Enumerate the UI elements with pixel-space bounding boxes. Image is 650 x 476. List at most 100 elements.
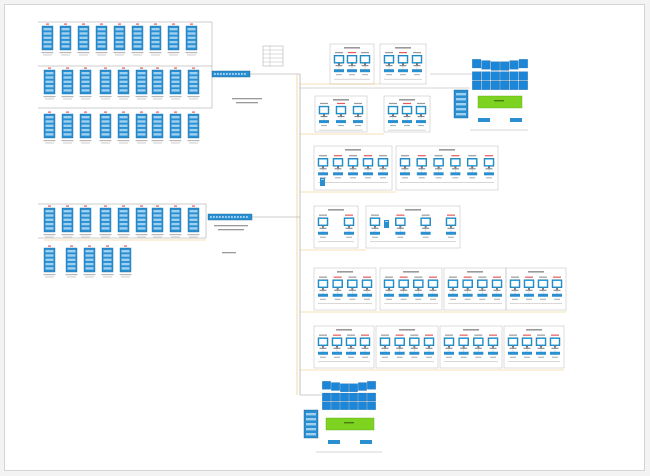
monitor-icon bbox=[317, 158, 329, 170]
keyboard-icon bbox=[395, 231, 406, 235]
room-caption-mark bbox=[336, 329, 352, 331]
annotation-mark bbox=[236, 102, 258, 104]
monitor-label-mark bbox=[429, 276, 437, 278]
processor-unit-icon bbox=[478, 118, 490, 122]
keyboard-icon bbox=[332, 351, 342, 355]
monitor-icon bbox=[509, 279, 521, 291]
server-rack-icon bbox=[79, 67, 92, 100]
room-caption-mark bbox=[467, 271, 483, 273]
keyboard-icon bbox=[346, 351, 356, 355]
monitor-icon bbox=[347, 279, 358, 291]
monitor-label-mark bbox=[319, 276, 327, 278]
keyboard-icon bbox=[353, 120, 363, 124]
monitor-label-mark bbox=[319, 214, 327, 216]
monitor-icon bbox=[415, 105, 427, 118]
monitor-icon bbox=[445, 217, 457, 229]
monitor-label-mark bbox=[417, 155, 426, 157]
server-rack-icon bbox=[61, 67, 74, 100]
monitor-icon bbox=[332, 158, 344, 170]
network-switch-icon bbox=[211, 70, 251, 78]
control-host-icon bbox=[320, 178, 325, 186]
device-label-mark bbox=[486, 177, 492, 179]
monitor-icon bbox=[467, 158, 478, 170]
monitor-label-mark bbox=[395, 334, 404, 336]
device-label-mark bbox=[430, 298, 436, 300]
device-label-mark bbox=[411, 356, 418, 358]
keyboard-icon bbox=[384, 293, 394, 297]
monitor-label-mark bbox=[434, 155, 443, 157]
room-caption-mark bbox=[399, 99, 415, 101]
monitor-icon bbox=[447, 279, 459, 291]
server-rack-icon bbox=[135, 67, 148, 100]
server-rack-icon bbox=[59, 23, 72, 56]
device-label-mark bbox=[362, 74, 368, 76]
monitor-icon bbox=[361, 279, 373, 291]
server-rack-icon bbox=[77, 23, 90, 56]
server-rack-icon bbox=[169, 67, 182, 100]
monitor-label-mark bbox=[403, 102, 411, 105]
monitor-label-mark bbox=[539, 276, 547, 278]
monitor-icon bbox=[462, 279, 473, 291]
device-label-mark bbox=[350, 177, 356, 179]
keyboard-icon bbox=[380, 351, 390, 355]
keyboard-icon bbox=[336, 120, 346, 124]
device-label-mark bbox=[335, 177, 341, 179]
control-room-box bbox=[314, 95, 368, 133]
device-label-mark bbox=[372, 236, 378, 238]
annotation-mark bbox=[214, 225, 248, 227]
device-label-mark bbox=[552, 356, 558, 358]
monitor-icon bbox=[395, 217, 406, 229]
panel-label-mark bbox=[344, 422, 354, 424]
keyboard-icon bbox=[378, 172, 388, 176]
monitor-icon bbox=[458, 337, 469, 349]
server-rack-icon bbox=[135, 205, 148, 238]
monitor-label-mark bbox=[474, 334, 483, 336]
monitor-icon bbox=[346, 55, 358, 67]
video-wall-icon bbox=[322, 381, 376, 410]
keyboard-icon bbox=[318, 231, 328, 235]
rack-slot bbox=[306, 418, 316, 421]
monitor-icon bbox=[332, 279, 343, 291]
keyboard-icon bbox=[484, 172, 494, 176]
monitor-label-mark bbox=[493, 276, 501, 278]
rack-slot bbox=[306, 413, 316, 416]
monitor-label-mark bbox=[449, 276, 457, 278]
keyboard-icon bbox=[462, 293, 473, 297]
monitor-icon bbox=[487, 337, 499, 349]
keyboard-icon bbox=[416, 172, 427, 176]
monitor-label-mark bbox=[348, 276, 357, 278]
server-rack-icon bbox=[101, 245, 114, 278]
monitor-icon bbox=[317, 337, 329, 349]
server-rack-icon bbox=[151, 205, 164, 238]
monitor-label-mark bbox=[361, 334, 369, 336]
monitor-icon bbox=[398, 279, 409, 291]
keyboard-icon bbox=[458, 351, 469, 355]
keyboard-icon bbox=[433, 172, 444, 176]
monitor-icon bbox=[359, 337, 371, 349]
keyboard-icon bbox=[444, 351, 454, 355]
monitor-icon bbox=[362, 158, 374, 170]
keyboard-icon bbox=[492, 293, 502, 297]
monitor-label-mark bbox=[381, 334, 389, 336]
server-rack-icon bbox=[167, 23, 180, 56]
device-label-mark bbox=[348, 356, 354, 358]
control-room-box bbox=[503, 325, 565, 369]
server-rack-icon bbox=[43, 245, 56, 278]
device-label-mark bbox=[540, 298, 546, 300]
processor-unit-icon bbox=[328, 440, 340, 444]
keyboard-icon bbox=[409, 351, 420, 355]
device-label-mark bbox=[355, 125, 361, 127]
monitor-label-mark bbox=[389, 102, 397, 105]
device-label-mark bbox=[390, 125, 396, 127]
monitor-label-mark bbox=[410, 334, 419, 336]
monitor-label-mark bbox=[385, 276, 393, 278]
room-caption-mark bbox=[405, 209, 421, 211]
monitor-label-mark bbox=[523, 334, 531, 336]
device-label-mark bbox=[396, 356, 403, 358]
monitor-label-mark bbox=[347, 334, 355, 336]
device-label-mark bbox=[490, 356, 496, 358]
keyboard-icon bbox=[510, 293, 520, 297]
monitor-icon bbox=[521, 337, 533, 349]
monitor-label-mark bbox=[335, 52, 343, 54]
monitor-label-mark bbox=[319, 334, 327, 336]
